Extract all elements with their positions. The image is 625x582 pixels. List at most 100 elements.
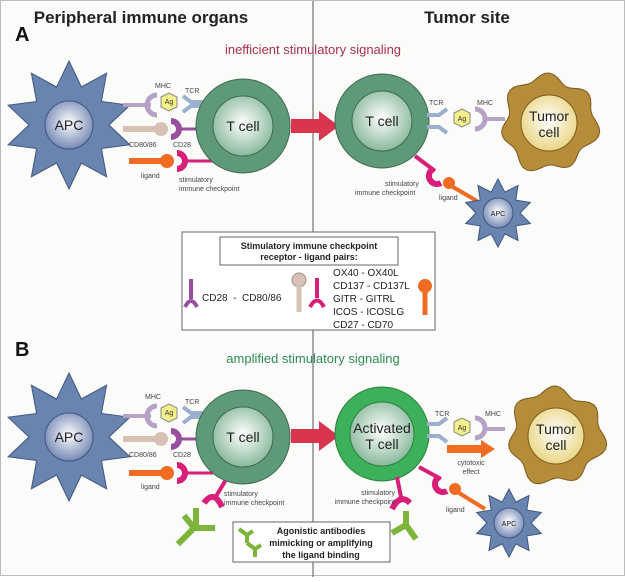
ag-label: Ag: [458, 116, 467, 123]
ligand-icon: [443, 177, 455, 189]
checkpoint-legend-icon: [308, 278, 326, 309]
tcr-label: TCR: [435, 411, 449, 418]
ligand-label: ligand: [439, 195, 458, 202]
legend-title-1: Stimulatory immune checkpoint: [241, 241, 378, 251]
legend-pair-list: OX40 - OX40L CD137 - CD137L GITR - GITRL…: [333, 268, 410, 331]
apc-nucleus: [482, 197, 514, 229]
t-cell-label: T cell: [226, 118, 259, 134]
t-cell-nucleus: [349, 401, 415, 467]
migration-arrow-b: [291, 421, 339, 451]
checkpoint-label-1: stimulatory: [385, 181, 419, 188]
ligand-stem: [451, 185, 479, 203]
t-cell-nucleus: [351, 90, 413, 152]
checkpoint-label-1: stimulatory: [361, 490, 395, 497]
cd80-label: CD80/86: [129, 142, 157, 149]
legend-pair: GITR - GITRL: [333, 294, 396, 305]
checkpoint-stem-2: [213, 476, 229, 500]
tcr-icon: [427, 107, 449, 135]
ligand-legend-icon: [418, 279, 432, 293]
legend-pair-cd28: CD28 - CD80/86: [202, 293, 282, 304]
tumor-label-1: Tumor: [536, 421, 576, 437]
t-cell-label-1: Activated: [353, 420, 411, 436]
ligand-icon: [449, 483, 461, 495]
checkpoint-label-2: immune checkpoint: [335, 499, 395, 506]
cd28-label: CD28: [173, 142, 191, 149]
tumor-nucleus: [527, 407, 585, 465]
panel-a-signal-text: inefficient stimulatory signaling: [225, 42, 401, 57]
mhc-icon: [144, 403, 158, 429]
t-cell-label: T cell: [226, 429, 259, 445]
checkpoint-icon-2: [201, 494, 225, 509]
antibody-text-3: the ligand binding: [282, 550, 360, 560]
tcr-label: TCR: [185, 88, 199, 95]
checkpoint-icon: [425, 166, 443, 188]
cd28-legend-icon: [183, 279, 199, 308]
antigen-icon: [453, 417, 471, 437]
cd80-icon: [154, 122, 168, 136]
migration-arrow-a: [291, 111, 339, 141]
checkpoint-label-2: immune checkpoint: [179, 186, 239, 193]
tcr-icon: [181, 94, 203, 114]
apc-label: APC: [491, 211, 505, 218]
antigen-icon: [160, 403, 178, 423]
antigen-icon: [453, 108, 471, 128]
panel-b-letter: B: [15, 339, 29, 361]
legend-pair: CD27 - CD70: [333, 320, 393, 331]
checkpoint-label-1: stimulatory: [224, 491, 258, 498]
panel-a-letter: A: [15, 24, 29, 46]
receptor-pairs-a-left: Ag MHC TCR CD80/86 CD28 ligand stimulato…: [123, 83, 239, 193]
t-cell-b-left: T cell: [195, 389, 291, 485]
ag-label: Ag: [165, 99, 174, 106]
tumor-nucleus: [520, 94, 578, 152]
t-cell-nucleus: [212, 406, 274, 468]
cd28-label: CD28: [173, 452, 191, 459]
checkpoint-label-1: stimulatory: [179, 177, 213, 184]
ligand-label: ligand: [446, 507, 465, 514]
apc-small-a: APC: [464, 177, 532, 249]
antibody-icon: [175, 508, 215, 547]
t-cell-label: T cell: [365, 113, 398, 129]
tumor-cell-b: Tumor cell: [508, 385, 608, 485]
mhc-label: MHC: [485, 411, 501, 418]
antibody-text-1: Agonistic antibodies: [277, 526, 366, 536]
panel-b-signal-text: amplified stimulatory signaling: [226, 351, 399, 366]
cd80-icon: [154, 432, 168, 446]
mhc-icon: [144, 92, 158, 118]
tcr-label: TCR: [429, 100, 443, 107]
checkpoint-label-2: immune checkpoint: [224, 500, 284, 507]
apc-cell-b: APC: [6, 371, 132, 503]
mhc-label: MHC: [155, 83, 171, 90]
ag-label: Ag: [165, 410, 174, 417]
apc-nucleus: [44, 100, 94, 150]
cytotoxic-label-2: effect: [463, 469, 480, 476]
t-cell-a-right: T cell: [334, 73, 430, 169]
receptor-pairs-a-right: Ag TCR MHC: [427, 100, 505, 135]
cytotoxic-arrow: [447, 440, 495, 458]
antigen-icon: [160, 92, 178, 112]
apc-small-b: APC: [475, 487, 543, 559]
tcr-label: TCR: [185, 399, 199, 406]
apc-cell-a: APC: [6, 59, 132, 191]
legend-pair: ICOS - ICOSLG: [333, 307, 404, 318]
tumor-cell-a: Tumor cell: [501, 72, 601, 172]
receptor-pairs-b-right: Ag TCR MHC cytotoxic effect: [427, 411, 505, 476]
apc-nucleus: [493, 507, 525, 539]
apc-label: APC: [55, 429, 84, 445]
tumor-label-2: cell: [538, 124, 559, 140]
antibody-box-frame: [232, 521, 391, 563]
apc-label: APC: [502, 521, 516, 528]
ligand-label: ligand: [141, 173, 160, 180]
tcr-icon: [181, 405, 203, 425]
legend-box: Stimulatory immune checkpoint receptor -…: [181, 231, 436, 331]
checkpoint-b-right: stimulatory immune checkpoint ligand: [335, 465, 487, 541]
tumor-label-1: Tumor: [529, 108, 569, 124]
ligand-label: ligand: [141, 484, 160, 491]
legend-pair: CD137 - CD137L: [333, 281, 410, 292]
ag-label: Ag: [458, 425, 467, 432]
tcr-icon: [427, 416, 449, 444]
ligand-icon: [160, 466, 174, 480]
ligand-icon: [160, 154, 174, 168]
t-cell-a-left: T cell: [195, 78, 291, 174]
